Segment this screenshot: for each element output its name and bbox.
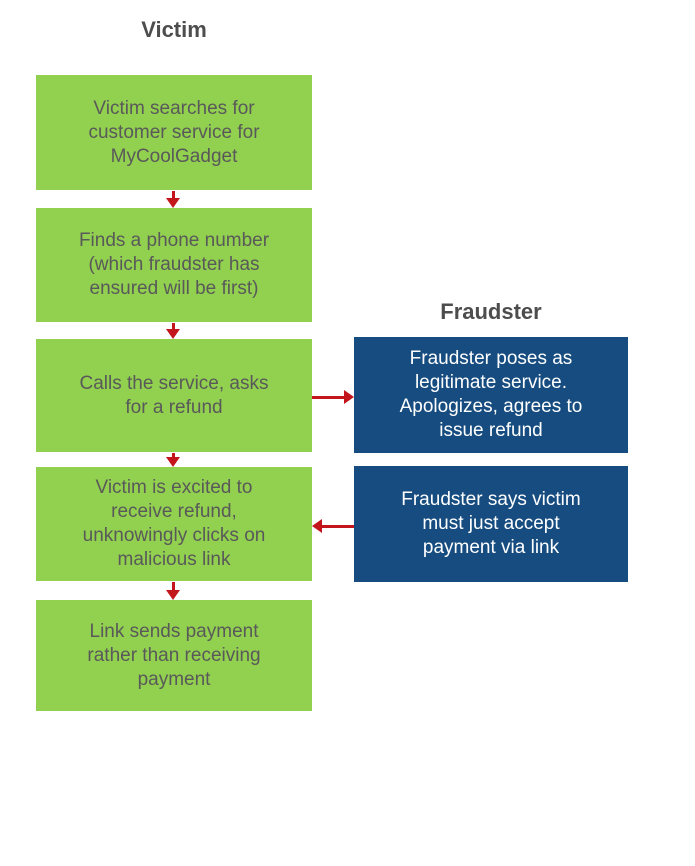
arrow-head xyxy=(312,519,322,533)
arrow-head xyxy=(166,590,180,600)
arrow-head xyxy=(344,390,354,404)
victim-step-4-text: Victim is excited to receive refund, unk… xyxy=(82,477,266,570)
victim-step-3-box: Calls the service, asks for a refund xyxy=(36,339,312,452)
arrow-down-icon xyxy=(166,453,180,467)
victim-step-5-box: Link sends payment rather than receiving… xyxy=(36,600,312,711)
victim-step-4-box: Victim is excited to receive refund, unk… xyxy=(36,467,312,581)
victim-step-5-text: Link sends payment rather than receiving… xyxy=(87,620,261,690)
arrow-stem xyxy=(312,395,344,399)
victim-step-3-text: Calls the service, asks for a refund xyxy=(79,372,269,418)
fraudster-step-1-box: Fraudster poses as legitimate service. A… xyxy=(354,337,628,453)
fraudster-column-title: Fraudster xyxy=(440,299,542,324)
arrow-stem xyxy=(171,191,175,198)
arrow-stem xyxy=(171,582,175,590)
arrow-head xyxy=(166,329,180,339)
arrow-head xyxy=(166,457,180,467)
arrow-down-icon xyxy=(166,582,180,600)
arrow-left-icon xyxy=(312,519,354,533)
victim-step-1-box: Victim searches for customer service for… xyxy=(36,75,312,190)
victim-step-2-box: Finds a phone number (which fraudster ha… xyxy=(36,208,312,322)
victim-step-2-text: Finds a phone number (which fraudster ha… xyxy=(78,230,270,299)
arrow-head xyxy=(166,198,180,208)
fraudster-step-2-text: Fraudster says victim must just accept p… xyxy=(401,489,581,558)
arrow-down-icon xyxy=(166,191,180,208)
arrow-stem xyxy=(171,323,175,329)
arrow-down-icon xyxy=(166,323,180,339)
arrow-stem xyxy=(171,453,175,457)
arrow-right-icon xyxy=(312,390,354,404)
fraudster-step-2-box: Fraudster says victim must just accept p… xyxy=(354,466,628,582)
arrow-stem xyxy=(322,524,354,528)
victim-column-title: Victim xyxy=(141,17,207,42)
fraudster-step-1-text: Fraudster poses as legitimate service. A… xyxy=(399,348,583,441)
victim-step-1-text: Victim searches for customer service for… xyxy=(88,97,260,167)
